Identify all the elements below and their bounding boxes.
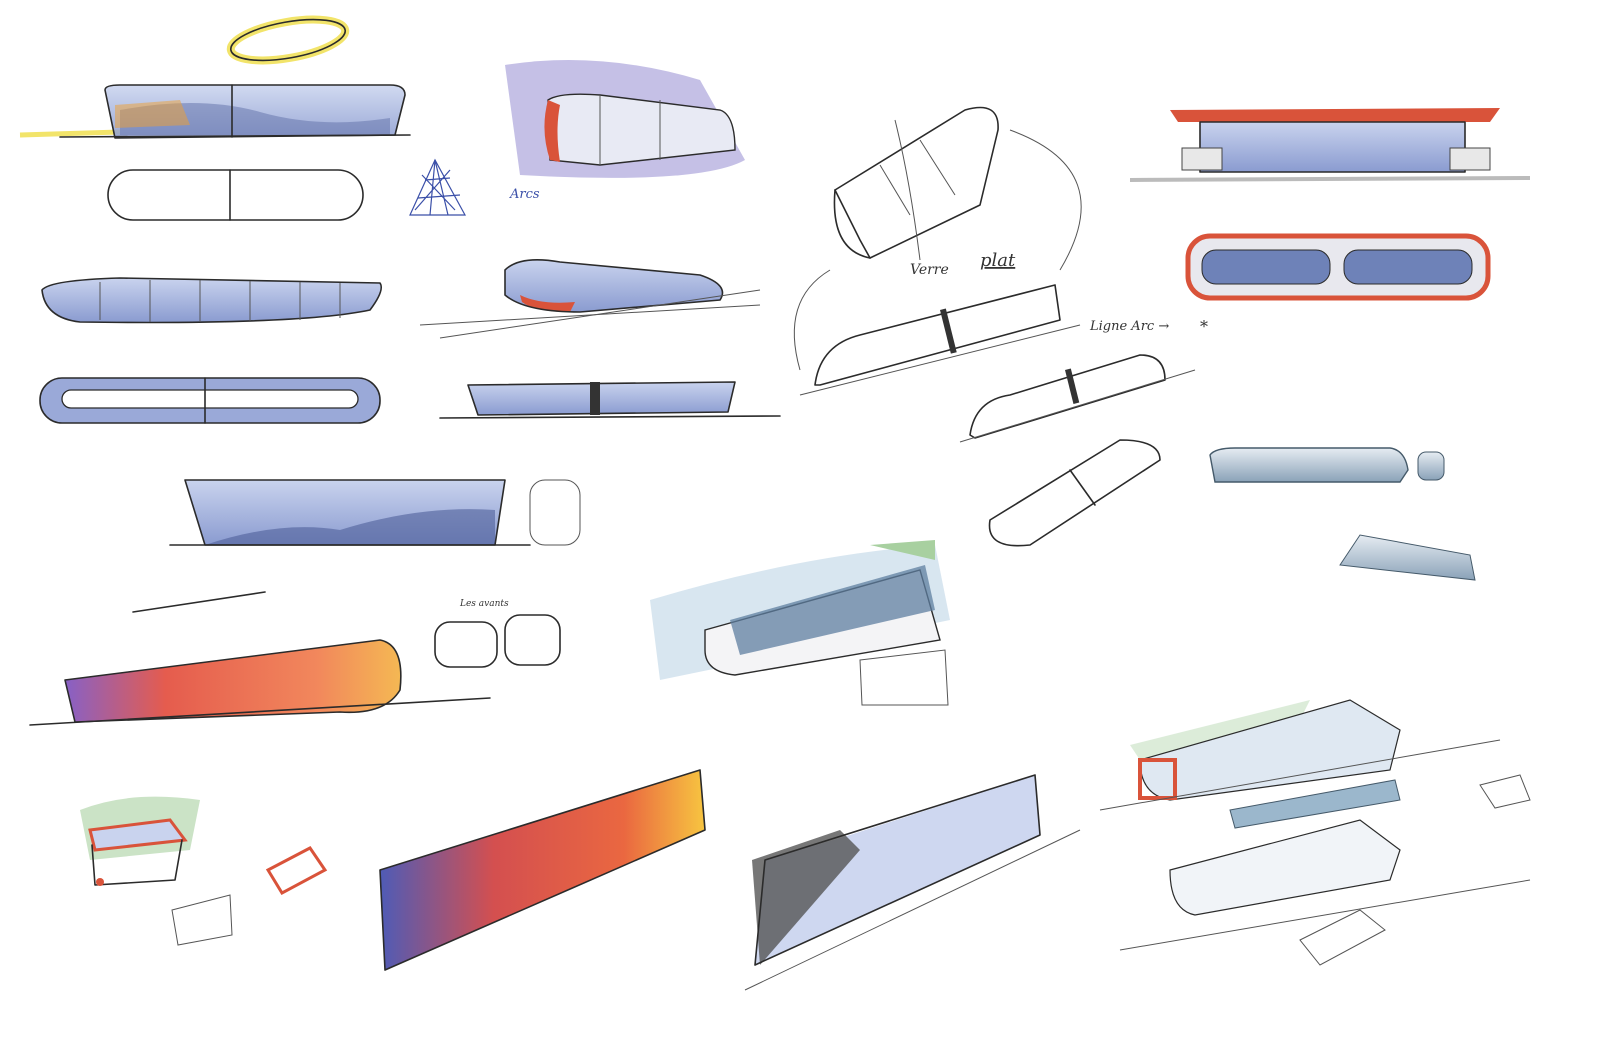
sketch-plan-outline <box>107 169 364 221</box>
sketch-glass-wall <box>744 774 1081 991</box>
sketch-low-canopy <box>439 381 781 419</box>
note-ligne-arc: Ligne Arc → <box>1089 319 1169 334</box>
sketch-wire-pod <box>988 439 1161 547</box>
sketch-long-canopy <box>41 277 383 324</box>
sketch-shelter-elevation-1 <box>19 84 411 139</box>
sketch-slate-station <box>1209 447 1476 581</box>
note-verre: Verre <box>910 262 949 278</box>
sketch-stroke <box>132 591 266 613</box>
note-les-avants: Les avants <box>459 599 509 609</box>
sketch-pod-perspective <box>419 259 761 339</box>
sketch-wireframe-shelter: Verre plat <box>833 106 1082 278</box>
sketch-red-roof-station <box>1129 108 1531 182</box>
sketch-perspective-group <box>1099 699 1531 966</box>
note-plat: plat <box>980 250 1016 271</box>
sketch-fire-wall <box>379 769 706 971</box>
sketch-green-station <box>650 540 950 706</box>
note-star: * <box>1200 317 1208 336</box>
sketch-small-red-shelter <box>80 796 328 946</box>
note-arcs: Arcs <box>509 187 540 202</box>
sketch-red-double-window <box>1185 233 1491 301</box>
sketch-ribbed-shelter-1 <box>793 269 1081 396</box>
sketch-triangle-grid <box>409 158 467 216</box>
sketch-lavender-station: Arcs <box>505 60 745 202</box>
sketch-ring-plan <box>226 15 350 65</box>
sketch-fire-canopy: Les avants <box>29 599 561 726</box>
sketch-blue-elevation <box>169 479 581 546</box>
sketch-ribbed-shelter-2 <box>959 354 1196 443</box>
sketch-oval-canopy <box>39 377 381 424</box>
